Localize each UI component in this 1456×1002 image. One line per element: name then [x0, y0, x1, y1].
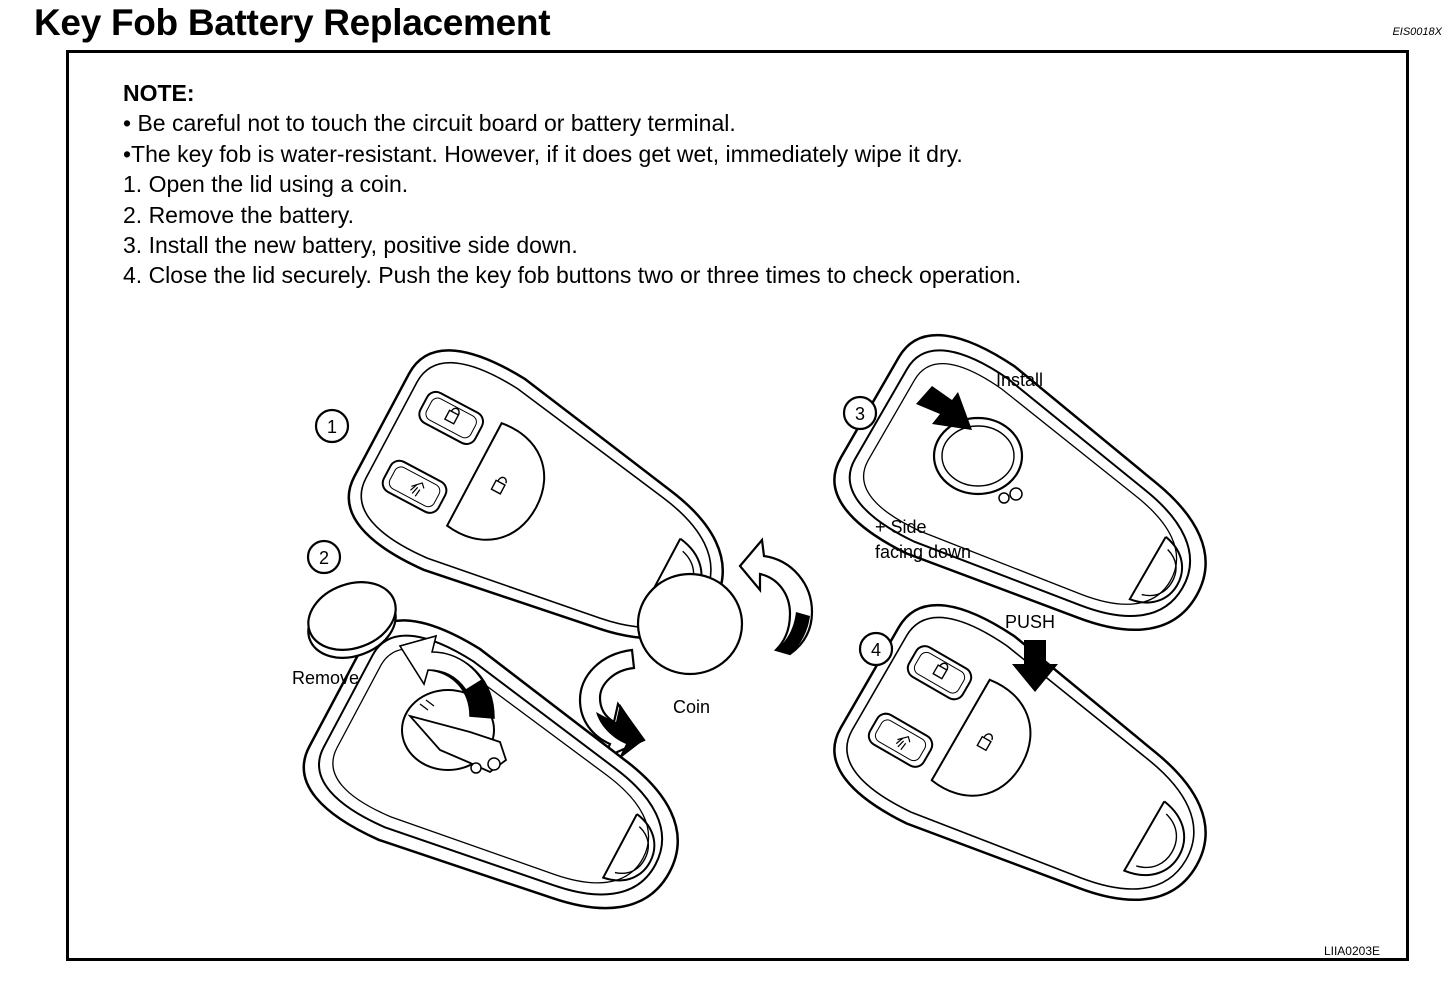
svg-text:3: 3 [855, 404, 865, 424]
install-arrow [916, 386, 972, 430]
coin-illustration [636, 572, 744, 676]
rotate-arrow-lower [578, 648, 646, 761]
svg-text:2: 2 [319, 548, 329, 568]
push-label: PUSH [1005, 612, 1055, 632]
push-arrow-icon [1012, 640, 1058, 692]
coin-label: Coin [673, 697, 710, 717]
figure-code: LIIA0203E [1323, 944, 1380, 958]
installed-battery [932, 416, 1024, 504]
note-bullet-2: •The key fob is water-resistant. However… [123, 140, 963, 167]
content-frame [66, 50, 1409, 961]
facing-down-label: facing down [875, 542, 971, 562]
document-code: EIS0018X [1392, 26, 1442, 38]
step-number-1: 1 [314, 408, 350, 444]
step-number-4: 4 [858, 631, 894, 667]
positive-side-label: + Side [875, 517, 927, 537]
step-number-2: 2 [306, 539, 342, 575]
step-1-instruction: 1. Open the lid using a coin. [123, 171, 409, 198]
step-number-3: 3 [842, 395, 878, 431]
removed-battery [307, 581, 397, 659]
page-title: Key Fob Battery Replacement [34, 2, 551, 43]
install-label: Install [996, 370, 1043, 390]
remove-label: Remove [292, 668, 359, 688]
rotate-arrow-upper [738, 537, 814, 656]
step-2-instruction: 2. Remove the battery. [123, 201, 354, 228]
step-4-instruction: 4. Close the lid securely. Push the key … [123, 262, 1022, 289]
remove-arrow [398, 634, 495, 719]
svg-text:1: 1 [327, 417, 337, 437]
note-bullet-1: • Be careful not to touch the circuit bo… [123, 110, 736, 137]
step-3-instruction: 3. Install the new battery, positive sid… [123, 232, 578, 259]
svg-text:4: 4 [871, 640, 881, 660]
note-heading: NOTE: [123, 80, 195, 106]
notes-block: NOTE: • Be careful not to touch the circ… [123, 78, 1021, 291]
